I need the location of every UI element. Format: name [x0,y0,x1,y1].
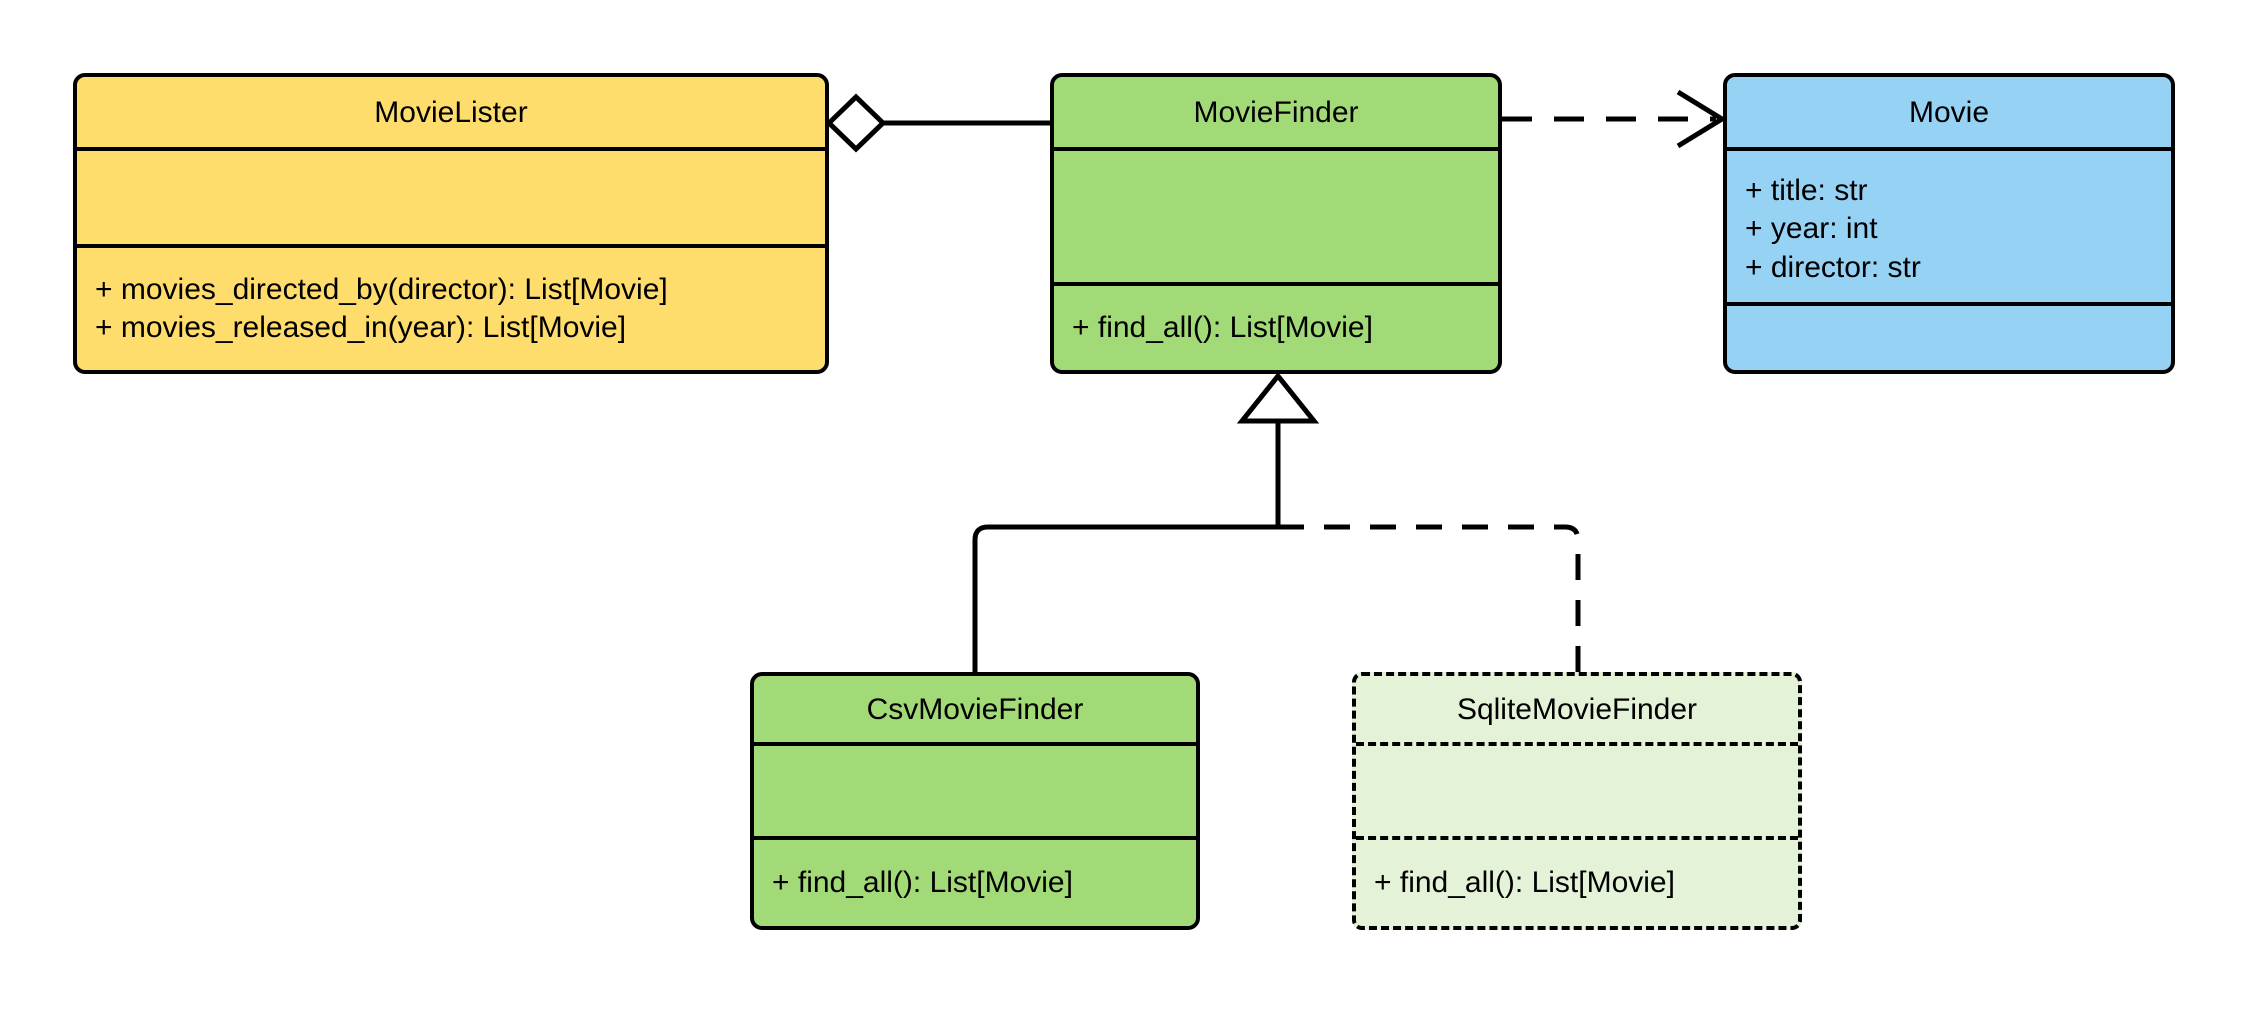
methods-compartment: + find_all(): List[Movie] [1054,282,1498,370]
open-arrow-icon [1676,89,1727,149]
class-title: CsvMovieFinder [866,692,1084,726]
generalization-sqlitemoviefinder[interactable] [1278,524,1581,672]
class-box-movielister[interactable]: MovieLister + movies_directed_by(directo… [73,73,829,374]
class-name-compartment: SqliteMovieFinder [1356,676,1798,742]
class-box-csvmoviefinder[interactable]: CsvMovieFinder + find_all(): List[Movie] [750,672,1200,930]
class-box-moviefinder[interactable]: MovieFinder + find_all(): List[Movie] [1050,73,1502,374]
attribute-item: + year: int [1745,212,1878,246]
generalization-csvmoviefinder[interactable] [972,524,1278,672]
generalization-line-sqlite [1278,524,1581,672]
class-box-sqlitemoviefinder[interactable]: SqliteMovieFinder + find_all(): List[Mov… [1352,672,1802,930]
class-title: MovieFinder [1193,95,1359,129]
dependency-moviefinder-movie[interactable] [1502,89,1727,149]
methods-compartment [1727,302,2171,370]
class-name-compartment: Movie [1727,77,2171,147]
attributes-compartment [1054,147,1498,282]
attributes-compartment [77,147,825,244]
class-box-movie[interactable]: Movie + title: str + year: int + directo… [1723,73,2175,374]
methods-compartment: + find_all(): List[Movie] [754,836,1196,926]
method-item: + find_all(): List[Movie] [772,865,1073,899]
methods-compartment: + movies_directed_by(director): List[Mov… [77,244,825,370]
method-item: + movies_released_in(year): List[Movie] [95,311,627,344]
attributes-compartment [1356,742,1798,836]
attribute-item: + director: str [1745,250,1921,284]
class-name-compartment: CsvMovieFinder [754,676,1196,742]
method-item: + movies_directed_by(director): List[Mov… [95,272,668,306]
class-title: SqliteMovieFinder [1456,692,1698,726]
method-item: + find_all(): List[Movie] [1072,310,1373,344]
aggregation-movielister-moviefinder[interactable] [825,93,1050,153]
class-name-compartment: MovieLister [77,77,825,147]
class-title: MovieLister [374,95,528,129]
method-item: + find_all(): List[Movie] [1374,865,1675,899]
attributes-compartment [754,742,1196,836]
methods-compartment: + find_all(): List[Movie] [1356,836,1798,926]
generalization-triangle-group [1236,371,1320,527]
hollow-diamond-icon [825,93,887,153]
hollow-triangle-icon [1236,371,1320,424]
class-title: Movie [1908,95,1990,129]
generalization-line-csv [972,524,1278,672]
class-name-compartment: MovieFinder [1054,77,1498,147]
attribute-item: + title: str [1745,173,1868,207]
attributes-compartment: + title: str + year: int + director: str [1727,147,2171,302]
